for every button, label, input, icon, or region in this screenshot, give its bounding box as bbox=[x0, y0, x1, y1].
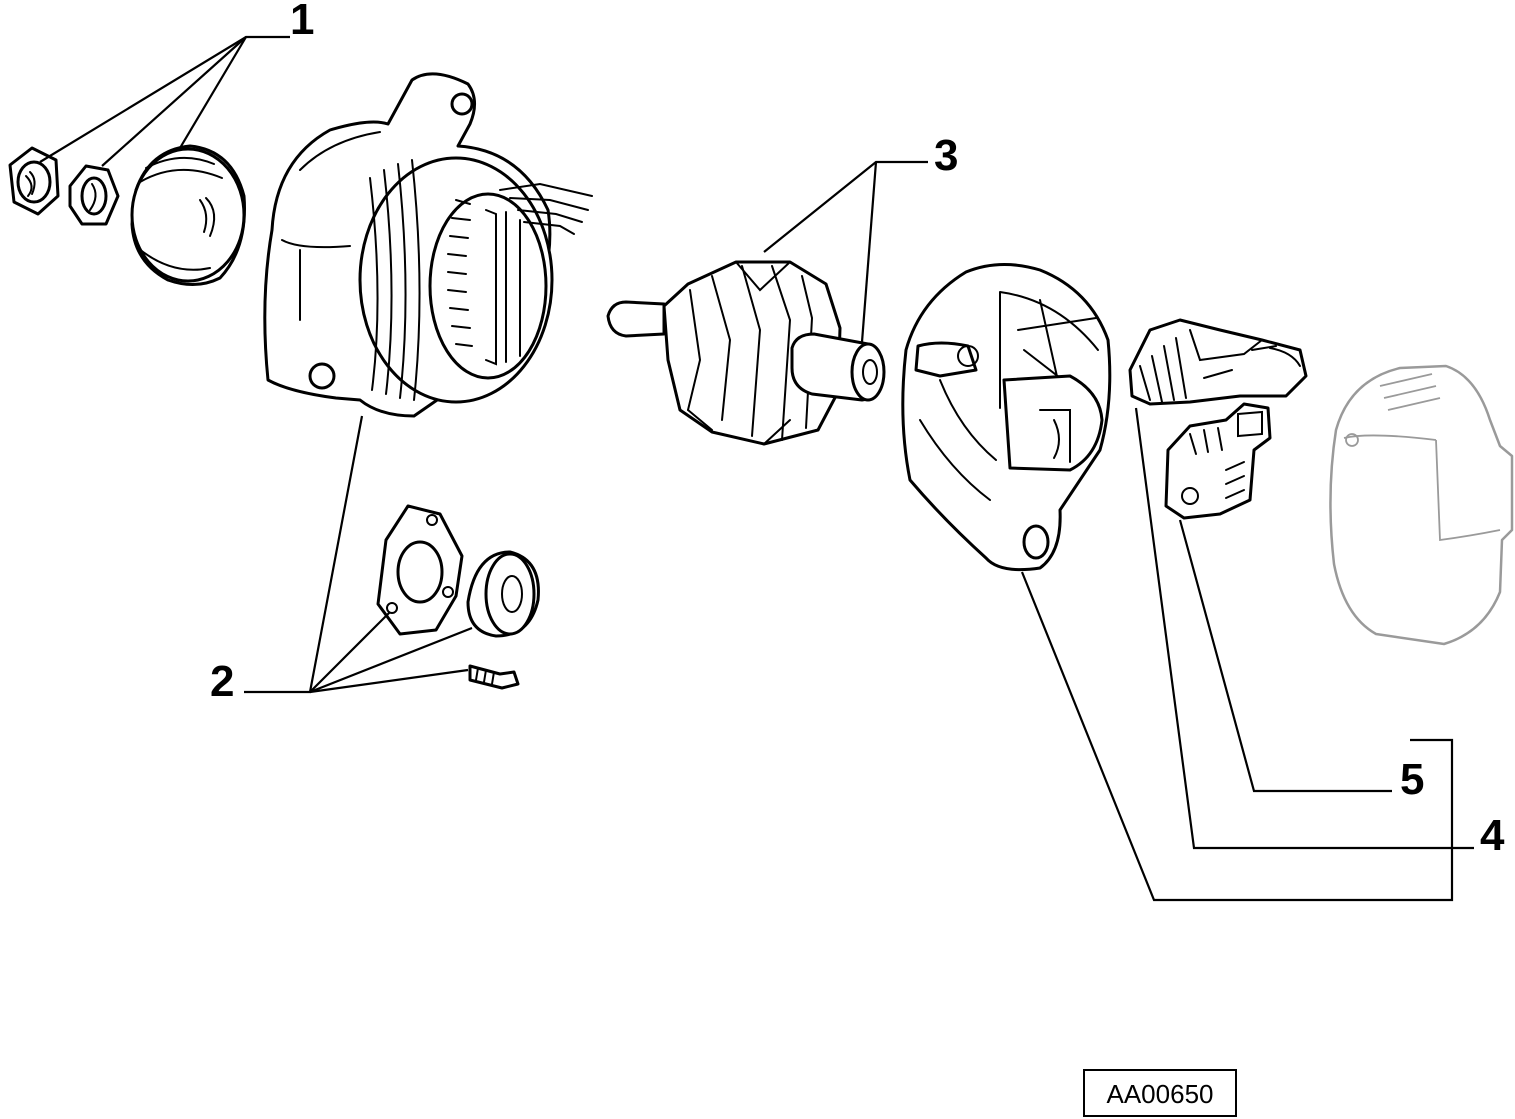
callout-label-3: 3 bbox=[934, 131, 958, 180]
reference-code: AA00650 bbox=[1107, 1079, 1214, 1109]
callout-label-1: 1 bbox=[290, 0, 314, 44]
pulley bbox=[130, 144, 246, 286]
rear-bearing bbox=[466, 550, 540, 638]
rear-protection-cover bbox=[1329, 364, 1514, 646]
rear-end-bracket bbox=[901, 262, 1112, 572]
callout-label-5: 5 bbox=[1400, 755, 1424, 804]
callout-label-4: 4 bbox=[1480, 811, 1505, 860]
leader-lines bbox=[39, 35, 1474, 902]
pulley-nut bbox=[8, 146, 60, 216]
front-housing-stator bbox=[263, 72, 593, 418]
reference-code-box bbox=[1083, 1069, 1237, 1117]
brush-holder bbox=[1128, 318, 1308, 406]
fixing-screw bbox=[468, 664, 520, 690]
spring-washer bbox=[68, 164, 120, 226]
rotor bbox=[606, 260, 886, 446]
bearing-retainer-plate bbox=[376, 504, 464, 636]
callout-label-2: 2 bbox=[210, 657, 234, 706]
voltage-regulator bbox=[1164, 402, 1272, 520]
